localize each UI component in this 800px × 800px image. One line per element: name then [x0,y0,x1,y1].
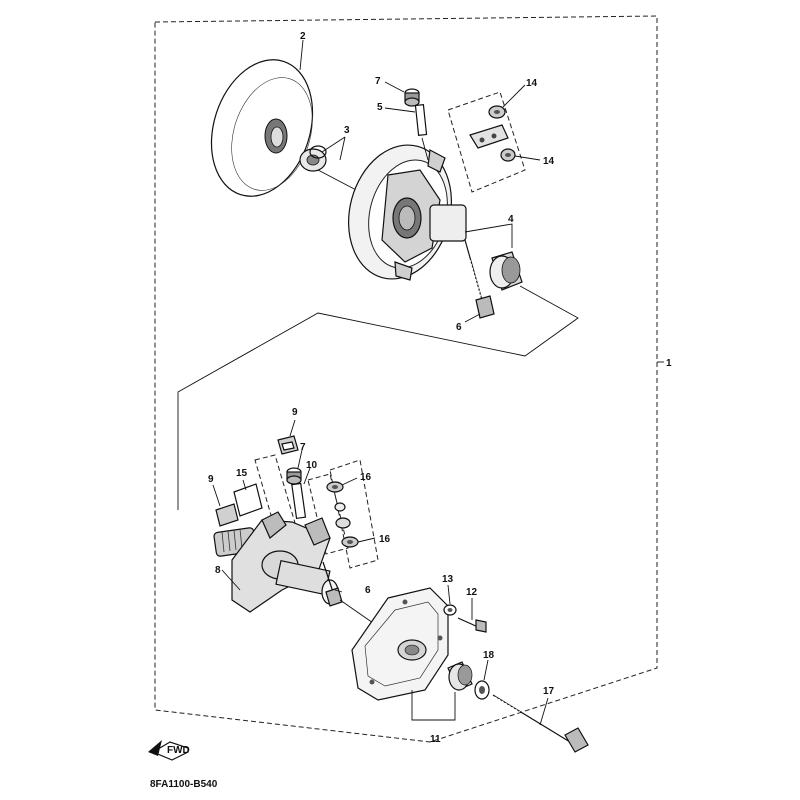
part-6-bolt-upper [464,239,495,319]
assembly-boundary [154,15,658,743]
leader-3 [321,136,346,153]
leader-7b [297,449,303,469]
pin-axis [421,137,429,161]
leader-9b [212,484,221,507]
leader-13 [447,584,451,605]
part-9-block-lower [215,503,239,527]
leader-5 [384,107,416,113]
leader-6b [334,589,343,593]
leader-9a [289,419,296,437]
leader-6a [464,313,481,323]
leader-2 [299,39,304,71]
callout-10: 10 [306,460,318,471]
callout-9a: 9 [292,407,298,418]
part-4-bushing [489,251,523,291]
callout-16b: 16 [379,534,391,545]
callout-1: 1 [666,358,672,369]
part-16-spacer [334,502,351,529]
part-upper-housing [347,144,467,281]
part-16-roller-top [326,481,344,493]
leader-3b [339,136,346,161]
callout-8: 8 [215,565,221,576]
callout-11: 11 [430,734,441,745]
part-2-sheave [210,59,314,197]
leader-11 [411,690,456,721]
part-14-group-box [447,91,526,193]
leader-8 [221,569,241,591]
callout-18: 18 [483,650,495,661]
part-5-pin [414,104,428,136]
axis-line-upper [317,169,361,193]
part-14-roller-bottom [500,148,516,162]
part-9-block-upper [277,435,299,455]
part-16-group-box [329,459,379,569]
leader-14a [502,84,526,108]
part-11-bushing [447,661,473,691]
callout-6a: 6 [456,322,462,333]
callout-17: 17 [543,686,555,697]
leader-10 [303,467,311,485]
part-7-cap-upper [404,88,420,107]
leader-7a [384,81,405,93]
leader-15 [242,479,247,491]
part-16-roller-bottom [341,536,359,548]
callout-15: 15 [236,468,248,479]
leader-18 [483,659,489,681]
leader-16b [357,537,376,543]
callout-7a: 7 [375,76,381,87]
leader-16a [341,477,358,486]
leader-14b [514,155,541,161]
part-15-plate [233,483,263,517]
callout-16a: 16 [360,472,372,483]
part-14-roller-top [488,105,506,119]
callout-6b: 6 [365,585,371,596]
callout-14a: 14 [526,78,538,89]
part-10-pin [291,482,307,520]
callout-14b: 14 [543,156,555,167]
fwd-label: FWD [167,745,190,756]
leader-4 [464,223,513,248]
part-14-weight [469,124,509,149]
part-7-cap-lower [286,467,302,485]
part-18-washer [474,680,490,700]
callout-12: 12 [466,587,478,598]
drawing-code: 8FA1100-B540 [150,779,218,790]
part-17-long-bolt [492,694,589,753]
part-8-spider [213,511,339,613]
part-cover-plate [351,587,449,701]
callout-7b: 7 [300,442,306,453]
callout-5: 5 [377,102,383,113]
callout-2: 2 [300,31,306,42]
callout-9b: 9 [208,474,214,485]
part-3-bushing [299,145,327,172]
assembly-link-line [177,285,579,510]
leader-17 [539,697,549,726]
part-12-screw [457,617,487,633]
part-13-washer [443,604,457,616]
callout-13: 13 [442,574,454,585]
part-6-bolt-lower [322,561,343,607]
callout-3: 3 [344,125,350,136]
callout-4: 4 [508,214,514,225]
fwd-arrow-icon: FWD [148,740,190,761]
